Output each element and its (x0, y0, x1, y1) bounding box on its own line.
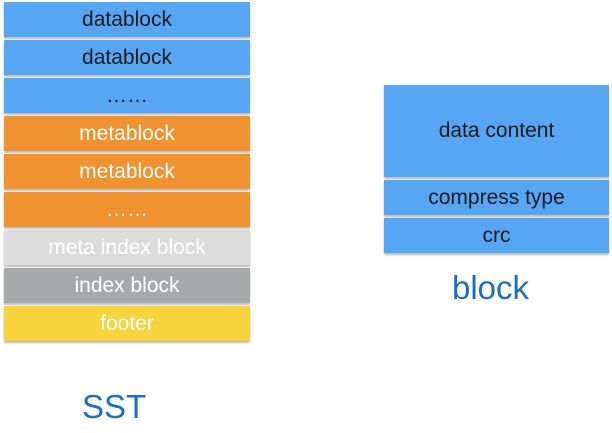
sst-layer-index-block: index block (4, 268, 250, 303)
sst-layer-meta-index-block: meta index block (4, 230, 250, 265)
sst-layer-datablock-ellipsis: …… (4, 78, 250, 113)
sst-layer-datablock-2: datablock (4, 40, 250, 75)
sst-layer-footer: footer (4, 306, 250, 341)
sst-stack: datablock datablock …… metablock metablo… (4, 2, 250, 344)
sst-caption: SST (82, 388, 147, 425)
block-layer-data-content: data content (384, 85, 609, 177)
sst-layer-metablock-1: metablock (4, 116, 250, 151)
block-stack: data content compress type crc (384, 85, 609, 256)
sst-layer-metablock-2: metablock (4, 154, 250, 189)
sst-layer-metablock-ellipsis: …… (4, 192, 250, 227)
block-layer-compress-type: compress type (384, 180, 609, 215)
block-caption: block (452, 269, 530, 306)
block-layer-crc: crc (384, 218, 609, 253)
sst-layer-datablock-1: datablock (4, 2, 250, 37)
